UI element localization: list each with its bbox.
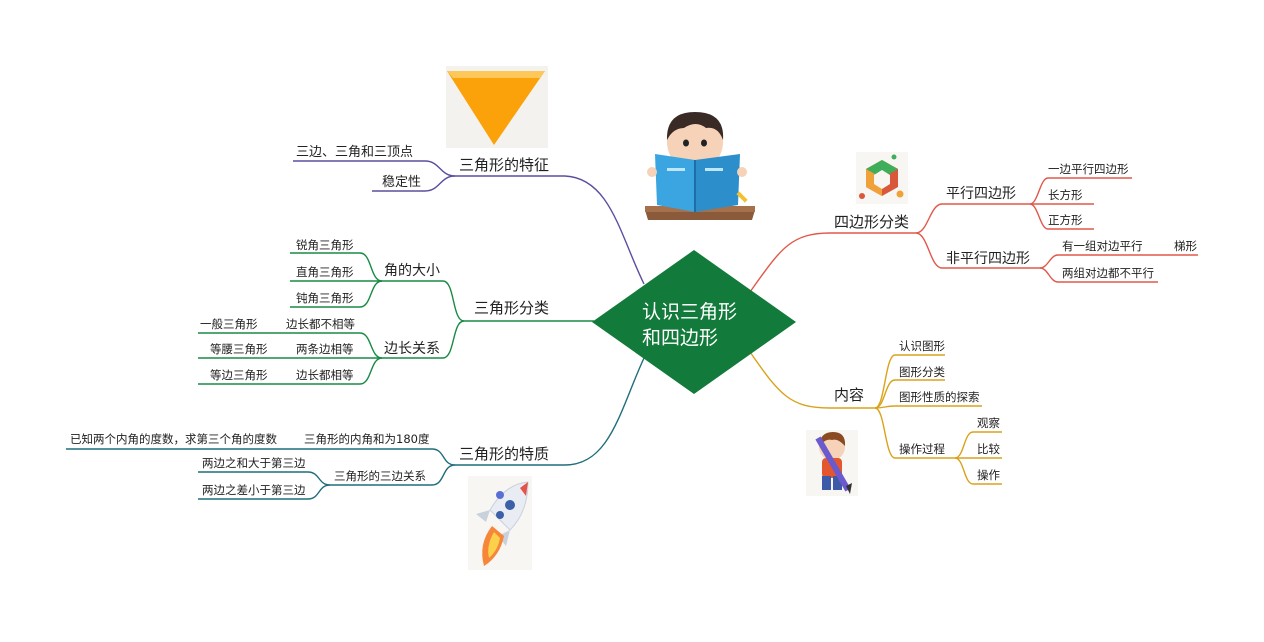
side-condition-2[interactable]: 两条边相等: [296, 342, 354, 356]
branch-triangle-features[interactable]: 三角形的特征: [459, 156, 549, 174]
process-node[interactable]: 操作过程: [899, 442, 945, 456]
connectors: [66, 160, 1198, 500]
process-compare[interactable]: 比较: [977, 442, 1000, 456]
content-item-1[interactable]: 认识图形: [899, 339, 945, 353]
square-item[interactable]: 正方形: [1048, 213, 1083, 227]
branch-triangle-classification[interactable]: 三角形分类: [474, 299, 549, 317]
rocket-image: [468, 476, 532, 570]
branch-quad-classification[interactable]: 四边形分类: [834, 213, 909, 231]
feature-item-1[interactable]: 三边、三角和三顶点: [296, 145, 413, 160]
root-title-line2: 和四边形: [642, 327, 718, 349]
isosceles-triangle[interactable]: 等腰三角形: [210, 342, 268, 356]
branch-content[interactable]: 内容: [834, 386, 864, 404]
root-diamond: [592, 250, 796, 394]
equilateral-triangle[interactable]: 等边三角形: [210, 368, 268, 382]
content-item-2[interactable]: 图形分类: [899, 365, 945, 379]
boy-with-pencil-image: [806, 430, 858, 496]
no-pair-parallel[interactable]: 两组对边都不平行: [1062, 266, 1154, 280]
right-triangle[interactable]: 直角三角形: [296, 265, 354, 279]
hexagon-cube-image: [856, 152, 908, 204]
root-node[interactable]: 认识三角形 和四边形: [592, 250, 796, 394]
obtuse-triangle[interactable]: 钝角三角形: [296, 291, 354, 305]
process-operate[interactable]: 操作: [977, 468, 1000, 482]
side-condition-3[interactable]: 边长都相等: [296, 368, 354, 382]
by-side-node[interactable]: 边长关系: [384, 341, 440, 357]
root-title-line1: 认识三角形: [642, 301, 737, 323]
angle-sum-node[interactable]: 三角形的内角和为180度: [304, 432, 430, 446]
by-angle-node[interactable]: 角的大小: [384, 263, 440, 279]
branch-triangle-properties[interactable]: 三角形的特质: [459, 445, 549, 463]
one-pair-parallel[interactable]: 有一组对边平行: [1062, 239, 1143, 253]
parallelogram-item-1[interactable]: 一边平行四边形: [1048, 162, 1129, 176]
side-diff-rule[interactable]: 两边之差小于第三边: [202, 483, 306, 497]
side-relation-node[interactable]: 三角形的三边关系: [334, 469, 426, 483]
acute-triangle[interactable]: 锐角三角形: [296, 238, 354, 252]
feature-item-2[interactable]: 稳定性: [382, 174, 421, 190]
side-sum-rule[interactable]: 两边之和大于第三边: [202, 456, 306, 470]
triangle-image: [446, 66, 548, 148]
process-observe[interactable]: 观察: [977, 416, 1000, 430]
rectangle-item[interactable]: 长方形: [1048, 188, 1083, 202]
parallelogram-node[interactable]: 平行四边形: [946, 186, 1016, 202]
reading-boy-image: [645, 112, 755, 220]
side-condition-1[interactable]: 边长都不相等: [286, 317, 355, 331]
non-parallelogram-node[interactable]: 非平行四边形: [946, 251, 1030, 267]
angle-sum-detail[interactable]: 已知两个内角的度数，求第三个角的度数: [70, 432, 277, 446]
content-item-3[interactable]: 图形性质的探索: [899, 390, 980, 404]
trapezoid-item[interactable]: 梯形: [1174, 239, 1197, 253]
general-triangle[interactable]: 一般三角形: [200, 317, 258, 331]
